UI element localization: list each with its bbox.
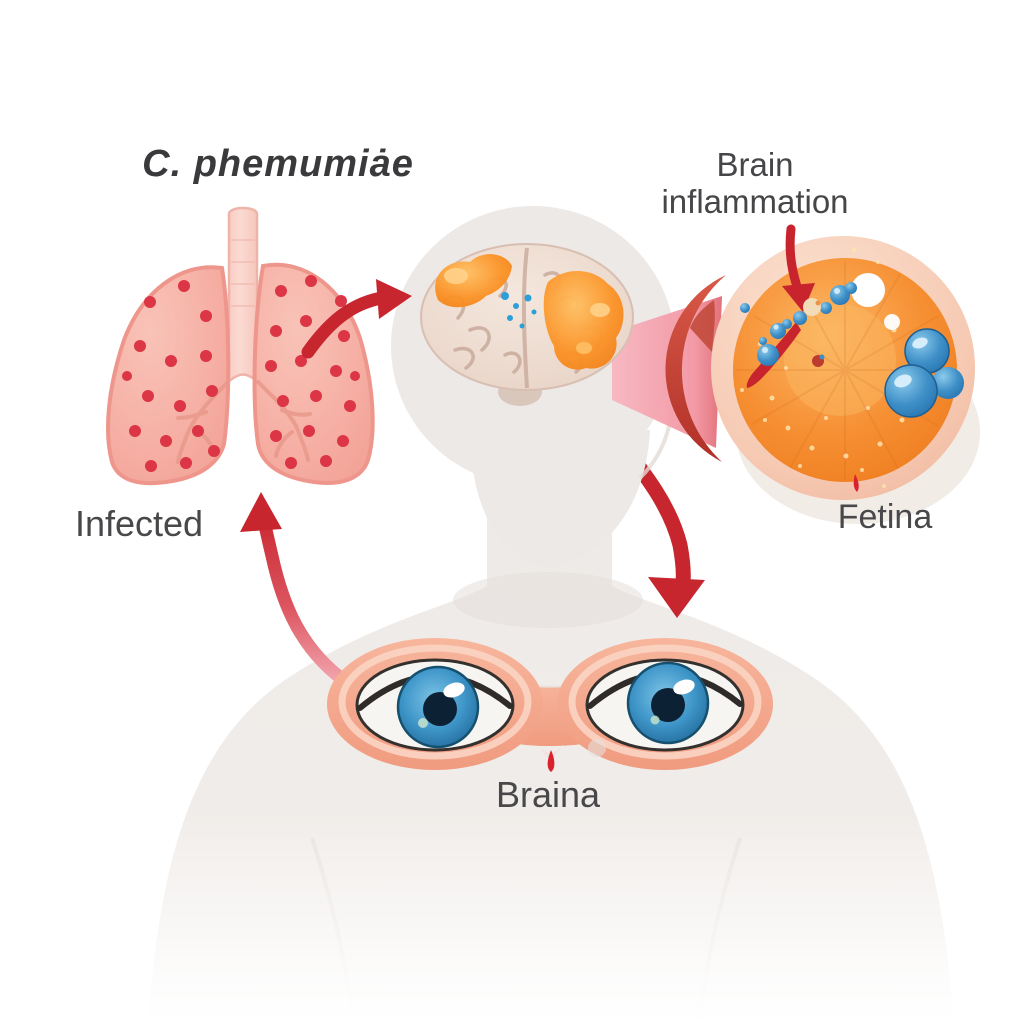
eye-right xyxy=(585,658,745,752)
pupil-left xyxy=(423,692,457,726)
brain-inflammation-line1: Brain xyxy=(716,146,794,183)
infection-dots xyxy=(122,275,360,472)
eyes-goggles xyxy=(327,638,773,772)
brain-inflammation-patches xyxy=(435,254,624,370)
eyes-label: Braina xyxy=(495,774,601,815)
title-label: C. phemumiȧe xyxy=(142,143,414,185)
optic-crescent xyxy=(665,275,726,462)
retina-label: Fetina xyxy=(837,498,933,536)
body-fade xyxy=(0,810,1024,1024)
retina-highlight xyxy=(851,273,885,307)
brain-bacteria-specks xyxy=(501,292,537,329)
infected-label: Infected xyxy=(74,503,204,544)
eye-left xyxy=(355,658,515,752)
retina-label-tick xyxy=(853,474,859,492)
edge-bacteria-spheres xyxy=(884,328,964,418)
retina-bacteria-cluster xyxy=(740,282,857,366)
eyeball-cross-section xyxy=(665,224,980,524)
arrow-lungs-to-brain xyxy=(301,279,412,359)
brain xyxy=(420,243,634,406)
lungs xyxy=(106,206,375,486)
brain-inflammation-line2: inflammation xyxy=(661,183,849,220)
macula-dot xyxy=(812,354,825,367)
pupil-right xyxy=(651,688,685,722)
arrow-eyes-to-lungs xyxy=(240,492,359,693)
brain-inflammation-label: Brain inflammation xyxy=(661,146,848,220)
eyes-label-tick xyxy=(547,750,555,772)
